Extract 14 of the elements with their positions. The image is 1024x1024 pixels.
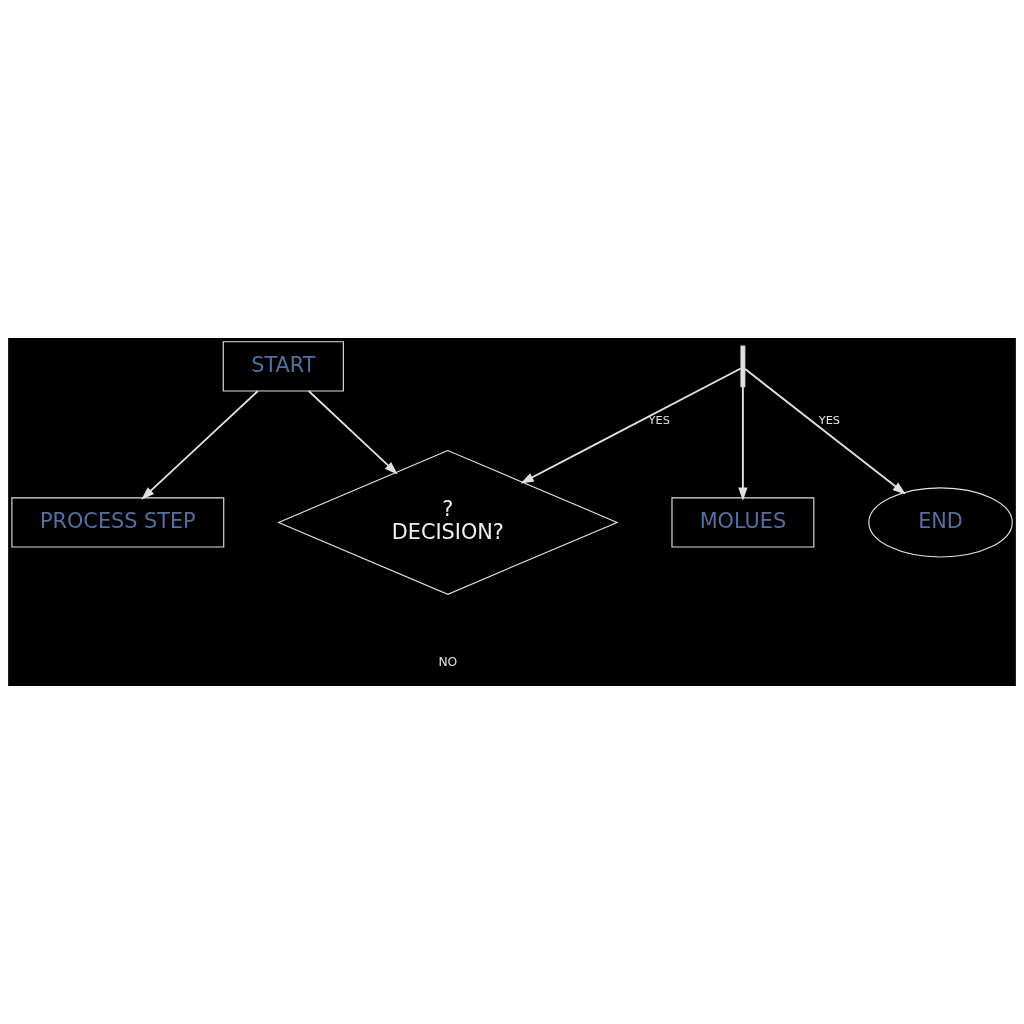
arrow <box>738 385 748 501</box>
arrow <box>520 367 742 484</box>
arrow <box>744 368 906 495</box>
arrow <box>307 390 398 475</box>
edge-label: YES <box>648 412 670 427</box>
arrow <box>141 390 259 500</box>
edge-label: YES <box>818 412 841 427</box>
node-box: PROCESS STEP <box>11 497 225 548</box>
node-box: START <box>222 341 344 392</box>
node-diamond: ? DECISION? <box>277 449 619 595</box>
node-ellipse: END <box>868 487 1013 558</box>
node-bar <box>740 345 746 388</box>
label: NO <box>438 654 458 669</box>
node-box: MOLUES <box>671 497 815 548</box>
